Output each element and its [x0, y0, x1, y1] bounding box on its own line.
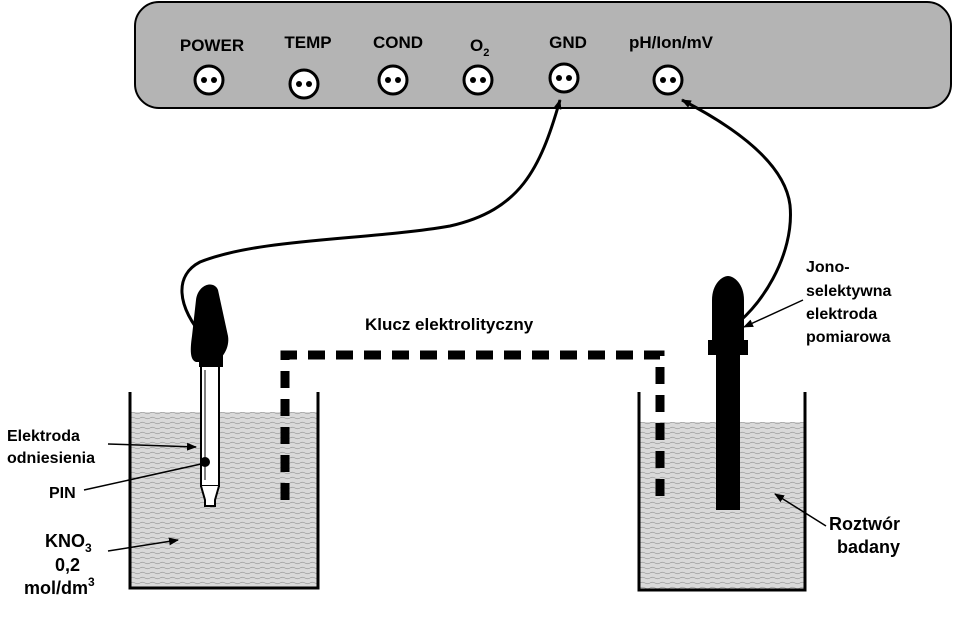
ion-electrode-label-4: pomiarowa — [806, 329, 891, 346]
reference-electrode-label-1: Elektroda — [7, 428, 80, 445]
kno3-pointer — [107, 537, 179, 552]
left-liquid — [130, 412, 318, 588]
solution-pointer — [774, 493, 827, 527]
port-label-ph: pH/Ion/mV — [629, 33, 714, 52]
socket-icon — [462, 64, 494, 96]
ion-selective-electrode — [708, 276, 748, 510]
port-o2[interactable]: O2 — [462, 36, 494, 96]
socket-icon — [377, 64, 409, 96]
meter-box — [134, 1, 952, 109]
pin-pointer — [83, 463, 202, 491]
svg-text:0,2: 0,2 — [55, 555, 80, 575]
port-label-temp: TEMP — [284, 33, 331, 52]
port-ph[interactable]: pH/Ion/mV — [629, 33, 714, 96]
ion-electrode-label-3: elektroda — [806, 306, 877, 323]
port-cond[interactable]: COND — [373, 33, 423, 96]
ph-cable — [681, 98, 792, 332]
meter-ports: POWER TEMP COND O2 GND pH/Ion/mV — [180, 33, 714, 100]
solution-label-2: badany — [837, 537, 900, 557]
pin-junction — [200, 457, 210, 467]
port-label-o2: O2 — [470, 36, 489, 59]
salt-bridge-label: Klucz elektrolityczny — [365, 315, 534, 334]
svg-text:mol/dm3: mol/dm3 — [24, 575, 95, 598]
ion-electrode-pointer — [743, 299, 804, 328]
port-label-gnd: GND — [549, 33, 587, 52]
pin-label: PIN — [49, 485, 76, 502]
reference-electrode — [190, 284, 229, 507]
socket-icon — [193, 64, 225, 96]
port-label-cond: COND — [373, 33, 423, 52]
salt-bridge — [280, 350, 665, 505]
port-label-power: POWER — [180, 36, 244, 55]
socket-icon — [288, 68, 320, 100]
solution-label-1: Roztwór — [829, 514, 900, 534]
port-gnd[interactable]: GND — [548, 33, 587, 94]
reference-electrode-label-2: odniesienia — [7, 450, 95, 467]
left-beaker — [128, 392, 320, 590]
port-power[interactable]: POWER — [180, 36, 244, 96]
ion-electrode-label-1: Jono- — [806, 259, 850, 276]
port-temp[interactable]: TEMP — [284, 33, 332, 100]
gnd-cable — [180, 99, 562, 341]
right-beaker — [637, 392, 807, 592]
socket-icon — [652, 64, 684, 96]
kno3-label: KNO3 0,2 mol/dm3 — [24, 531, 95, 598]
svg-text:KNO3: KNO3 — [45, 531, 92, 555]
reference-electrode-pointer — [107, 442, 197, 451]
ion-electrode-label-2: selektywna — [806, 283, 891, 300]
socket-icon — [548, 62, 580, 94]
